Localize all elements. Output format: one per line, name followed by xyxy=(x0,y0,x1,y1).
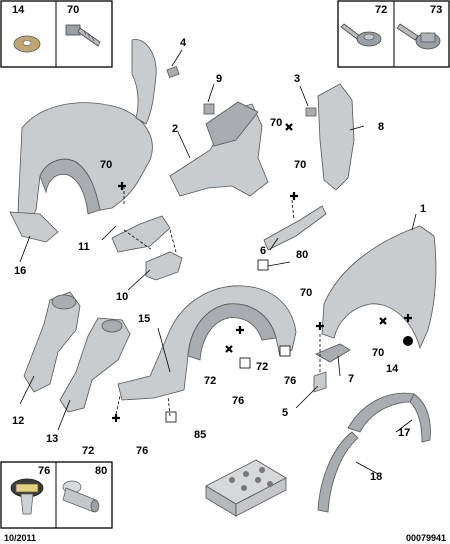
corner-box-bottom-left: 76 80 xyxy=(0,461,113,529)
cross-marker xyxy=(404,314,412,322)
bracket-6 xyxy=(263,199,327,251)
bracket-4 xyxy=(131,39,180,125)
x-marker xyxy=(379,317,387,325)
callout-6: 6 xyxy=(260,245,266,257)
fender-1 xyxy=(321,225,437,350)
callout-72-c: 72 xyxy=(82,445,94,457)
bracket-10 xyxy=(123,229,183,281)
clip-9 xyxy=(203,103,215,115)
callout-16: 16 xyxy=(14,265,26,277)
rivet-nut-icon xyxy=(62,480,100,513)
callout-80-box: 80 xyxy=(95,465,107,477)
callout-18: 18 xyxy=(370,471,382,483)
square-marker xyxy=(239,357,251,369)
cross-marker xyxy=(236,326,244,334)
callout-14-box: 14 xyxy=(12,4,25,16)
callout-10: 10 xyxy=(116,291,128,303)
callout-70-d: 70 xyxy=(300,287,312,299)
cross-marker xyxy=(290,192,298,200)
callout-7: 7 xyxy=(348,373,354,385)
cross-marker xyxy=(112,414,120,422)
callout-70-c: 70 xyxy=(294,159,306,171)
callout-14: 14 xyxy=(386,363,399,375)
callout-13: 13 xyxy=(46,433,58,445)
footer-reference: 00079941 xyxy=(406,533,446,543)
arch-trim-18 xyxy=(317,431,359,513)
callout-76-c: 76 xyxy=(136,445,148,457)
bracket-7 xyxy=(315,343,351,363)
inner-wing-structure-2 xyxy=(169,101,269,197)
callout-12: 12 xyxy=(12,415,24,427)
self-tapping-screw-icon xyxy=(340,23,382,47)
washer-icon xyxy=(13,35,41,53)
callout-72-a: 72 xyxy=(204,375,216,387)
x-marker xyxy=(285,123,293,131)
fastener-markers xyxy=(112,123,413,423)
cross-marker xyxy=(118,182,126,190)
corner-box-top-left: 14 70 xyxy=(0,0,113,68)
callout-72-box: 72 xyxy=(375,4,387,16)
callout-8: 8 xyxy=(378,121,384,133)
clip-3 xyxy=(305,107,317,117)
callout-76-a: 76 xyxy=(232,395,244,407)
callout-85: 85 xyxy=(194,429,206,441)
square-marker xyxy=(257,259,269,271)
callout-70-a: 70 xyxy=(100,159,112,171)
strut-support-12 xyxy=(23,291,81,393)
screw-icon xyxy=(65,24,101,47)
cross-marker xyxy=(316,322,324,330)
strut-support-13 xyxy=(59,317,131,413)
footer-date: 10/2011 xyxy=(4,533,36,543)
callout-70-box: 70 xyxy=(67,4,79,16)
callout-70-e: 70 xyxy=(372,347,384,359)
washer-marker xyxy=(403,336,413,346)
callout-9: 9 xyxy=(216,73,222,85)
x-marker xyxy=(225,345,233,353)
callout-5: 5 xyxy=(282,407,288,419)
callout-72-b: 72 xyxy=(256,361,268,373)
callout-2: 2 xyxy=(172,123,178,135)
square-marker xyxy=(165,411,177,423)
corner-box-top-right: 72 73 xyxy=(337,0,450,68)
wheel-arch-liner-16 xyxy=(9,102,153,243)
callout-3: 3 xyxy=(294,73,300,85)
callout-80: 80 xyxy=(296,249,308,261)
bracket-11 xyxy=(111,215,171,253)
fastener-kit-85 xyxy=(205,459,287,517)
callout-76-box: 76 xyxy=(38,465,50,477)
panel-8 xyxy=(305,83,355,191)
callout-15: 15 xyxy=(138,313,150,325)
callout-1: 1 xyxy=(420,203,426,215)
callout-70-b: 70 xyxy=(270,117,282,129)
push-clip-icon xyxy=(10,478,44,515)
flange-bolt-icon xyxy=(396,23,441,50)
arch-trim-17 xyxy=(347,392,431,443)
callout-73-box: 73 xyxy=(430,4,442,16)
square-marker xyxy=(279,345,291,357)
callout-76-b: 76 xyxy=(284,375,296,387)
callout-11: 11 xyxy=(78,241,90,253)
callouts: 1 2 3 4 5 6 7 8 9 10 11 12 13 14 15 16 1… xyxy=(12,37,426,483)
callout-4: 4 xyxy=(180,37,187,49)
callout-17: 17 xyxy=(398,427,410,439)
bracket-5 xyxy=(313,334,327,393)
leader-lines xyxy=(19,49,417,475)
